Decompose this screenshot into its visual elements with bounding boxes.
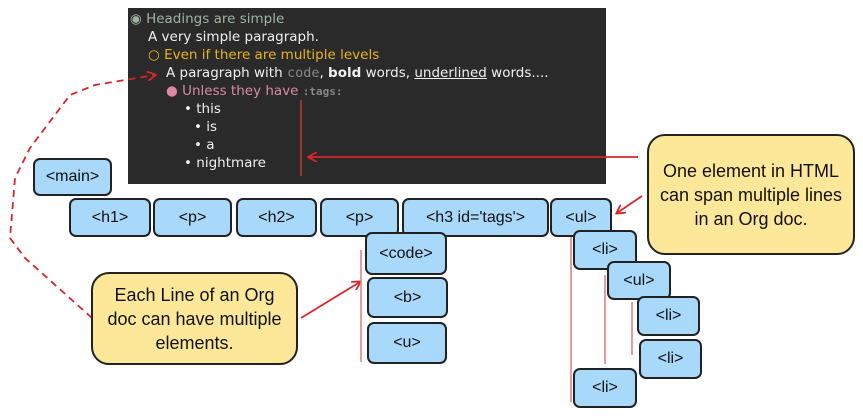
list-bullet: •: [184, 101, 192, 117]
list-item-text: nightmare: [196, 155, 266, 171]
heading3-tag: :tags:: [302, 85, 343, 98]
heading3-bullet: ●: [166, 83, 178, 99]
nested-li-element-box: <li>: [639, 339, 702, 379]
paragraph-bold-text: bold: [328, 65, 362, 81]
org-paragraph-simple: A very simple paragraph.: [148, 29, 319, 45]
li-element-box: <li>: [573, 368, 637, 408]
heading3-text: Unless they have: [182, 83, 299, 99]
org-heading-level1: ◉ Headings are simple: [130, 10, 284, 28]
paragraph-middle: words,: [361, 65, 415, 81]
h1-element-box: <h1>: [69, 198, 151, 237]
list-item-text: this: [196, 101, 221, 117]
heading1-bullet: ◉: [130, 11, 142, 27]
left-note-arrow: [300, 282, 360, 319]
org-paragraph-formatted: A paragraph with code, bold words, under…: [166, 64, 549, 82]
p-element-box: <p>: [320, 198, 399, 237]
org-list-item: • this: [184, 100, 221, 118]
nested-ul-element-box: <ul>: [607, 261, 671, 300]
paragraph-prefix: A paragraph with: [166, 65, 287, 81]
p-element-box: <p>: [153, 198, 232, 237]
main-element-box: <main>: [33, 158, 112, 196]
heading1-text: Headings are simple: [146, 11, 285, 27]
heading2-text: Even if there are multiple levels: [164, 47, 380, 63]
org-list-item: • is: [194, 118, 217, 136]
nested-li-element-box: <li>: [637, 296, 700, 336]
b-element-box: <b>: [367, 277, 448, 318]
paragraph-underlined-text: underlined: [414, 65, 487, 81]
u-element-box: <u>: [367, 322, 447, 364]
note-html-spans-lines: One element in HTML can span multiple li…: [647, 134, 855, 255]
paragraph-code-text: code: [286, 65, 320, 81]
heading2-bullet: ○: [148, 47, 160, 63]
paragraph-suffix: words....: [486, 65, 549, 81]
org-document-panel: ◉ Headings are simple A very simple para…: [128, 8, 606, 184]
org-list-item: • a: [194, 136, 215, 154]
note-line-multiple-elements: Each Line of an Org doc can have multipl…: [91, 272, 298, 365]
org-heading-level3: ● Unless they have :tags:: [166, 82, 343, 101]
paragraph-separator: ,: [319, 65, 329, 81]
org-heading-level2: ○ Even if there are multiple levels: [148, 46, 379, 64]
h2-element-box: <h2>: [236, 198, 317, 237]
org-list-item: • nightmare: [184, 154, 266, 172]
list-item-text: a: [206, 137, 215, 153]
list-bullet: •: [194, 119, 202, 135]
list-bullet: •: [184, 155, 192, 171]
code-element-box: <code>: [365, 232, 447, 275]
list-bullet: •: [194, 137, 202, 153]
list-item-text: is: [206, 119, 218, 135]
h3-element-box: <h3 id='tags'>: [402, 198, 549, 237]
right-note-ul-arrow: [617, 195, 643, 213]
